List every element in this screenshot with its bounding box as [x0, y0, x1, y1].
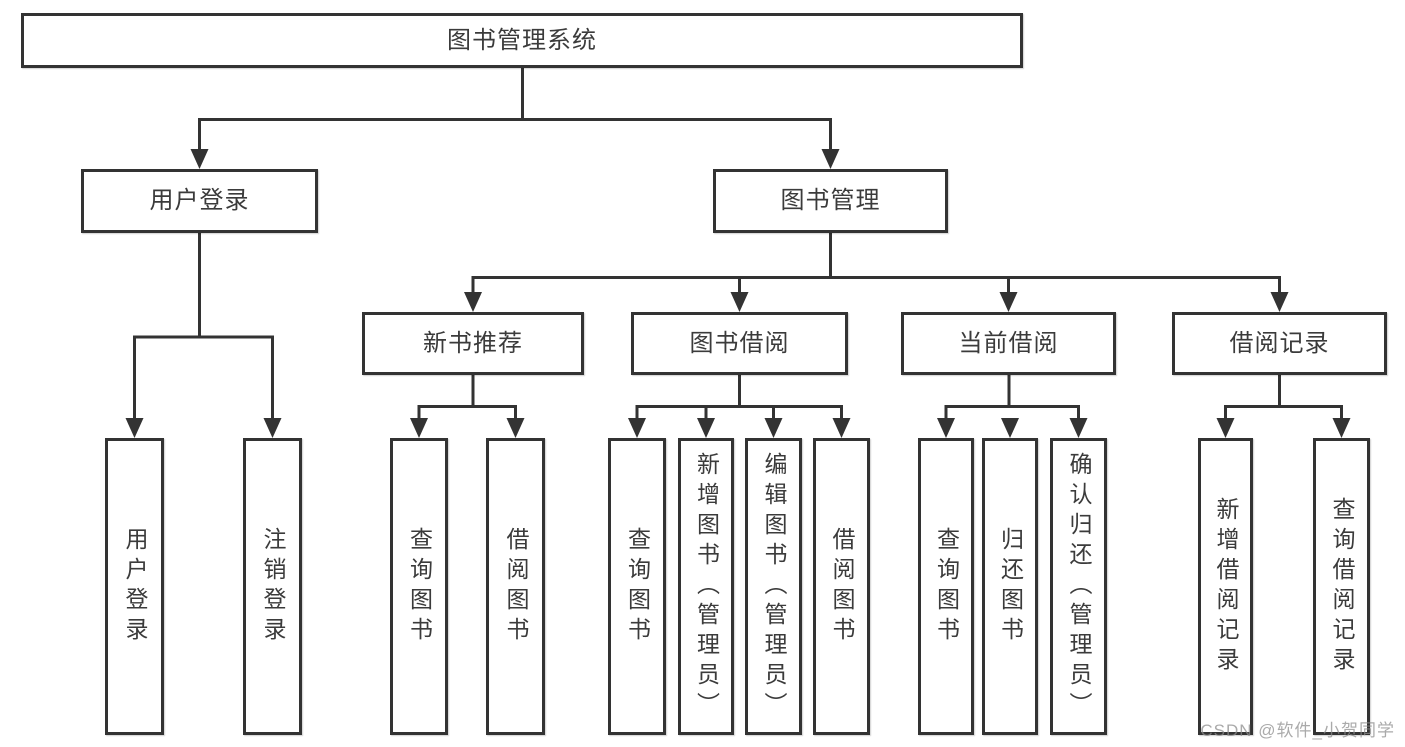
leaf-borrow-books-recommend: 借阅图书 [486, 438, 545, 735]
node-book-borrow: 图书借阅 [631, 312, 848, 375]
leaf-confirm-return-admin-label: 确认归还（管理员） [1066, 451, 1092, 722]
leaf-add-borrow-record: 新增借阅记录 [1198, 438, 1253, 735]
node-user-login: 用户登录 [81, 169, 318, 233]
node-borrow-records: 借阅记录 [1172, 312, 1387, 375]
leaf-confirm-return-admin: 确认归还（管理员） [1050, 438, 1107, 735]
leaf-query-books-current: 查询图书 [918, 438, 974, 735]
leaf-query-books-current-label: 查询图书 [933, 526, 960, 647]
leaf-user-login-label: 用户登录 [122, 526, 148, 647]
arrowheads [125, 149, 1351, 438]
leaf-add-book-admin-label: 新增图书（管理员） [693, 451, 720, 722]
leaf-query-borrow-record-label: 查询借阅记录 [1329, 496, 1355, 677]
node-new-book-recommend: 新书推荐 [362, 312, 584, 375]
leaf-add-borrow-record-label: 新增借阅记录 [1213, 496, 1239, 677]
leaf-edit-book-admin: 编辑图书（管理员） [745, 438, 802, 735]
leaf-user-login: 用户登录 [105, 438, 164, 735]
leaf-logout: 注销登录 [243, 438, 302, 735]
leaf-borrow-books-recommend-label: 借阅图书 [503, 526, 529, 647]
csdn-watermark: CSDN @软件_小贺同学 [1200, 721, 1395, 740]
node-book-management: 图书管理 [713, 169, 948, 233]
leaf-return-book: 归还图书 [982, 438, 1038, 735]
leaf-query-books-borrow: 查询图书 [608, 438, 666, 735]
node-root: 图书管理系统 [21, 13, 1023, 68]
leaf-query-books-borrow-label: 查询图书 [624, 526, 651, 647]
leaf-add-book-admin: 新增图书（管理员） [678, 438, 734, 735]
node-current-borrow: 当前借阅 [901, 312, 1116, 375]
leaf-borrow-books-label: 借阅图书 [829, 526, 855, 647]
leaf-query-books-recommend-label: 查询图书 [406, 526, 433, 647]
leaf-return-book-label: 归还图书 [997, 526, 1024, 647]
leaf-borrow-books: 借阅图书 [813, 438, 870, 735]
leaf-query-borrow-record: 查询借阅记录 [1313, 438, 1370, 735]
leaf-query-books-recommend: 查询图书 [390, 438, 448, 735]
leaf-logout-label: 注销登录 [260, 526, 286, 647]
leaf-edit-book-admin-label: 编辑图书（管理员） [761, 451, 787, 722]
